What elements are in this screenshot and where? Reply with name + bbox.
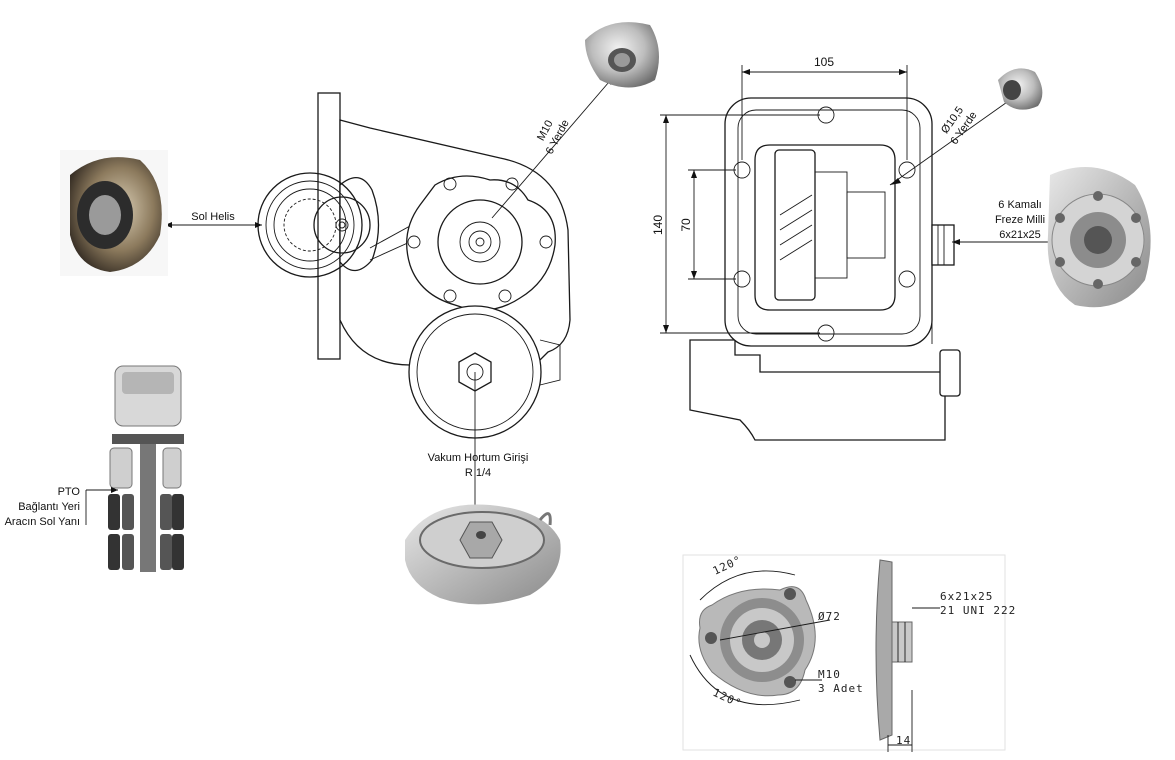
dimension-width-value: 105 [814, 55, 834, 69]
flange-bolt-count: 3 Adet [818, 682, 864, 695]
flange-diameter: Ø72 [818, 610, 841, 623]
pto-note-line1: PTO [58, 486, 81, 498]
dimension-width: 105 [741, 55, 908, 160]
side-view-drawing [257, 92, 571, 439]
dimension-outer-height: 140 [651, 114, 820, 334]
shaft-spec-line2: Freze Milli [995, 214, 1045, 226]
vacuum-inlet-label: Vakum Hortum Girişi [428, 452, 529, 464]
helical-gear-outline [257, 172, 363, 278]
shaft-spec-line3: 6x21x25 [999, 229, 1041, 241]
gear-direction-callout: Sol Helis [165, 208, 262, 228]
shaft-spec-line1: 6 Kamalı [998, 199, 1041, 211]
threaded-hole-photo [585, 22, 659, 88]
shaft-callout: 6 Kamalı Freze Milli 6x21x25 [952, 199, 1075, 245]
pto-note-line3: Aracın Sol Yanı [5, 516, 80, 528]
helical-gear-photo [60, 150, 168, 276]
pto-note-line2: Bağlantı Yeri [18, 501, 80, 513]
flange-view-drawing [682, 554, 1006, 752]
flange-spline-spec: 6x21x25 [940, 590, 993, 603]
gear-direction-label: Sol Helis [191, 211, 235, 223]
truck-top-view [85, 362, 184, 576]
flange-offset: 14 [896, 734, 911, 747]
dimension-inner-height-value: 70 [679, 218, 693, 232]
flange-angle-top: 120° [711, 553, 744, 578]
vacuum-cap-photo [405, 504, 561, 605]
flange-bolt-size: M10 [818, 668, 841, 681]
front-view-drawing [689, 97, 961, 441]
pto-location-note: PTO Bağlantı Yeri Aracın Sol Yanı [5, 486, 81, 528]
dimension-outer-height-value: 140 [651, 215, 665, 235]
hole-photo [998, 68, 1043, 110]
vacuum-inlet-callout: Vakum Hortum Girişi R 1/4 [428, 372, 529, 520]
dimension-inner-height: 70 [679, 169, 736, 280]
vacuum-inlet-thread: R 1/4 [465, 467, 491, 479]
flange-spline-standard: 21 UNI 222 [940, 604, 1016, 617]
shaft-flange-photo [1047, 167, 1151, 308]
